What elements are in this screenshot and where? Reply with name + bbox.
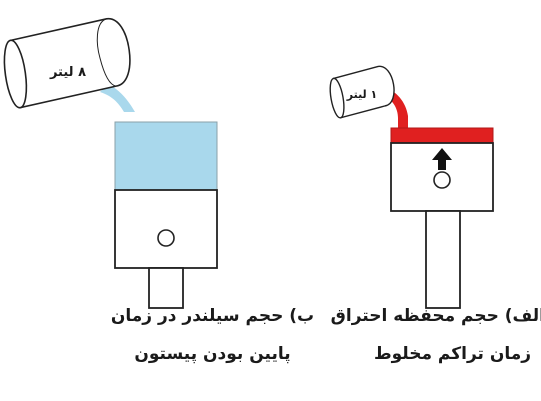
- left-caption-line1: ب) حجم سیلندر در زمان: [110, 306, 315, 326]
- right-container: [329, 65, 395, 119]
- left-pour-stream: [100, 84, 135, 112]
- right-diagram: ۱ لیتر: [329, 65, 494, 309]
- left-container-label: ۸ لیتر: [49, 65, 86, 80]
- right-connecting-rod: [425, 210, 461, 309]
- left-piston-pin: [157, 229, 175, 247]
- right-combustion-chamber: [390, 127, 494, 144]
- right-container-label: ۱ لیتر: [346, 88, 378, 101]
- left-connecting-rod: [148, 267, 184, 309]
- left-piston: [114, 189, 218, 269]
- left-diagram: ۸ لیتر: [3, 17, 218, 309]
- left-cylinder-volume: [114, 121, 218, 191]
- right-caption-line1: الف) حجم محفظه احتراق: [330, 306, 541, 326]
- left-caption-line2: پایین بودن پیستون: [134, 344, 291, 364]
- up-arrow-icon: [432, 148, 452, 170]
- right-piston-pin: [433, 171, 451, 189]
- right-caption-line2: زمان تراکم مخلوط: [373, 344, 532, 364]
- left-container: [3, 17, 131, 109]
